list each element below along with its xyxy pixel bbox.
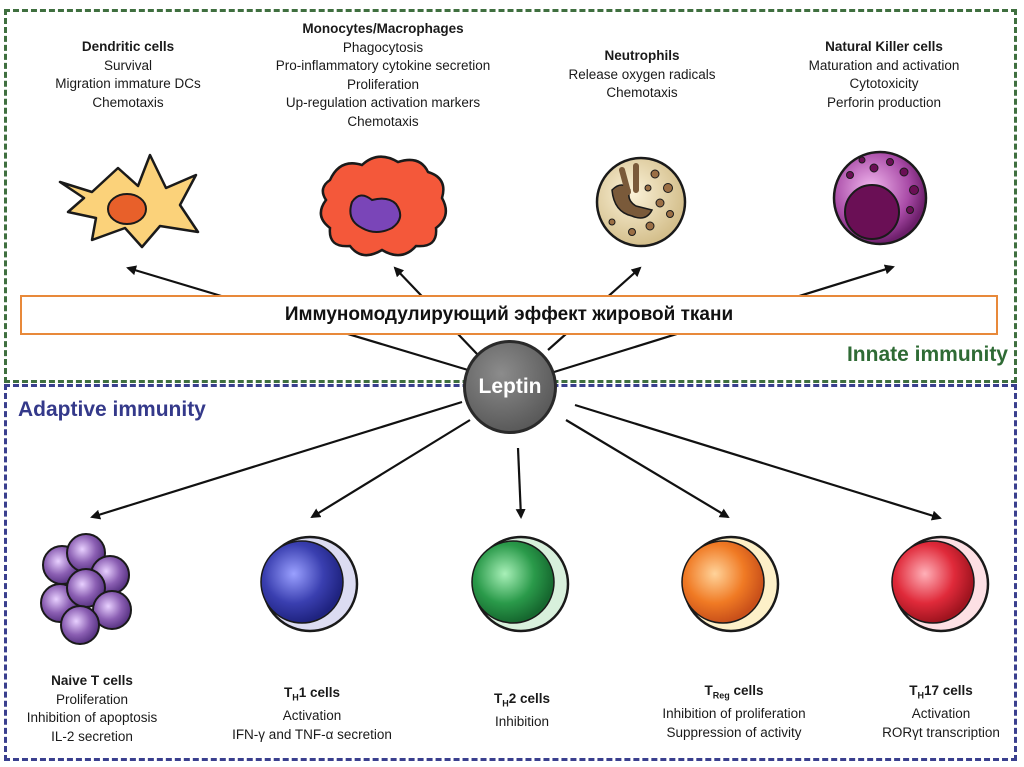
arrow-to-naive-t xyxy=(90,400,463,520)
th2-cells-label: TH2 cells Inhibition xyxy=(452,690,592,732)
naive-t-cells-label: Naive T cells Proliferation Inhibition o… xyxy=(6,672,178,746)
nk-cells-title: Natural Killer cells xyxy=(825,39,943,54)
nk-line-2: Cytotoxicity xyxy=(849,76,919,91)
neutrophils-line-1: Release oxygen radicals xyxy=(568,66,716,82)
th1-line-2: IFN-γ and TNF-α secretion xyxy=(232,726,392,742)
adaptive-immunity-title: Adaptive immunity xyxy=(18,398,206,421)
th1-cells-label: TH1 cells Activation IFN-γ and TNF-α sec… xyxy=(212,684,412,744)
th2-cells-title: TH2 cells xyxy=(493,691,551,709)
th1-cell-icon xyxy=(260,535,359,633)
dendritic-line-3: Chemotaxis xyxy=(92,94,164,110)
monocytes-line-3: Proliferation xyxy=(346,76,420,92)
monocytes-line-1: Phagocytosis xyxy=(342,39,424,55)
nk-cells-label: Natural Killer cells Maturation and acti… xyxy=(784,38,984,112)
naive-line-2: Inhibition of apoptosis xyxy=(26,710,158,725)
th17-line-2: RORγt transcription xyxy=(882,724,1000,740)
innate-immunity-title: Innate immunity xyxy=(846,343,1008,366)
th2-line-1: Inhibition xyxy=(494,714,550,730)
dendritic-line-1: Survival xyxy=(103,57,152,73)
dendritic-cells-label: Dendritic cells Survival Migration immat… xyxy=(22,38,234,112)
th1-line-1: Activation xyxy=(282,708,342,724)
neutrophils-label: Neutrophils Release oxygen radicals Chem… xyxy=(548,47,736,103)
treg-line-2: Suppression of activity xyxy=(666,724,802,740)
monocytes-line-5: Chemotaxis xyxy=(347,113,419,129)
monocytes-line-2: Pro-inflammatory cytokine secretion xyxy=(275,58,491,73)
arrow-to-th1 xyxy=(310,419,471,519)
naive-t-cells-title: Naive T cells xyxy=(51,673,133,688)
neutrophil-icon xyxy=(595,156,687,248)
th17-cells-label: TH17 cells Activation RORγt transcriptio… xyxy=(860,682,1022,742)
treg-cells-title: TReg cells xyxy=(704,683,764,701)
nk-cell-icon xyxy=(832,150,928,246)
th17-cell-icon xyxy=(891,535,990,633)
th1-cells-title: TH1 cells xyxy=(283,685,341,703)
dendritic-cells-title: Dendritic cells xyxy=(81,39,175,54)
neutrophils-line-2: Chemotaxis xyxy=(606,85,678,100)
nk-line-3: Perforin production xyxy=(826,94,942,110)
arrow-to-treg xyxy=(565,419,730,519)
th17-line-1: Activation xyxy=(911,706,971,722)
nk-line-1: Maturation and activation xyxy=(808,57,960,73)
th17-cells-title: TH17 cells xyxy=(909,683,973,701)
treg-cells-label: TReg cells Inhibition of proliferation S… xyxy=(636,682,832,742)
naive-t-cells-icon xyxy=(40,533,132,645)
naive-line-1: Proliferation xyxy=(55,691,129,707)
arrow-to-th2 xyxy=(515,447,526,519)
naive-line-3: IL-2 secretion xyxy=(51,728,133,744)
monocytes-label: Monocytes/Macrophages Phagocytosis Pro-i… xyxy=(252,20,514,131)
monocytes-line-4: Up-regulation activation markers xyxy=(285,95,481,110)
monocytes-title: Monocytes/Macrophages xyxy=(302,21,464,36)
th2-cell-icon xyxy=(471,535,570,633)
macrophage-icon xyxy=(319,155,448,257)
leptin-node: Leptin xyxy=(463,340,557,434)
neutrophils-title: Neutrophils xyxy=(604,48,680,63)
arrow-to-th17 xyxy=(574,403,942,521)
dendritic-line-2: Migration immature DCs xyxy=(55,76,201,91)
treg-line-1: Inhibition of proliferation xyxy=(662,706,806,722)
dendritic-cell-icon xyxy=(58,153,200,249)
treg-cell-icon xyxy=(681,535,780,633)
banner-title: Иммуномодулирующий эффект жировой ткани xyxy=(20,295,998,335)
